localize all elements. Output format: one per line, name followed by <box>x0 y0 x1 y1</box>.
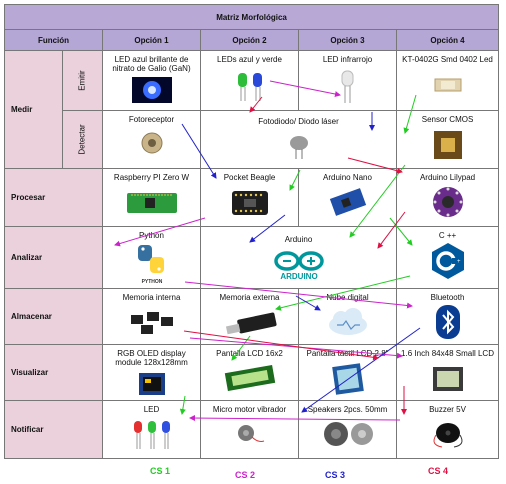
cell-emitir-3: LED infrarrojo <box>298 50 397 111</box>
vibration-motor-image <box>237 425 264 442</box>
header-opcion-3: Opción 3 <box>298 29 397 51</box>
cell-detectar-23: Fotodiodo/ Diodo láser <box>200 110 397 169</box>
svg-text:+: + <box>457 259 461 265</box>
row-label-almacenar: Almacenar <box>4 288 103 345</box>
row-sublabel-emitir: Emitir <box>62 50 103 111</box>
row-label-notificar: Notificar <box>4 400 103 459</box>
cell-analizar-23: Arduino ARDUINO <box>200 226 397 289</box>
header-funcion: Función <box>4 29 103 51</box>
cell-analizar-4: C ++ + <box>395 226 500 289</box>
bluetooth-icon <box>435 305 460 339</box>
legend-cs4: CS 4 <box>428 466 449 476</box>
blue-led-image <box>131 77 172 103</box>
legend-cs2: CS 2 <box>235 470 256 480</box>
cell-emitir-1: LED azul brillante de nitrato de Galio (… <box>102 50 201 111</box>
cell-visualizar-1: RGB OLED display module 128x128mm <box>102 344 201 401</box>
cell-procesar-1: Raspberry PI Zero W <box>102 168 201 227</box>
cpp-logo-image: + <box>431 243 464 279</box>
rgb-leds-image <box>133 421 170 449</box>
cell-procesar-4: Arduino Lilypad <box>395 168 500 227</box>
matrix-title: Matriz Morfológica <box>3 4 500 30</box>
legend-cs1: CS 1 <box>150 466 171 476</box>
cell-almacenar-3: Nube digital <box>298 288 397 345</box>
infrared-led-image <box>341 70 353 103</box>
raspberry-pi-zero-image <box>126 193 177 213</box>
row-sublabel-detectar: Detectar <box>62 110 103 169</box>
usb-drive-image <box>225 312 277 335</box>
cell-emitir-4: KT-0402G Smd 0402 Led <box>395 50 500 111</box>
python-logo-image: PYTHON <box>137 245 164 285</box>
row-label-procesar: Procesar <box>4 168 103 227</box>
cell-procesar-2: Pocket Beagle <box>200 168 299 227</box>
svg-text:ARDUINO: ARDUINO <box>280 272 317 281</box>
photodiode-image <box>289 136 308 159</box>
cell-notificar-4: Buzzer 5V <box>395 400 500 459</box>
touch-lcd-image <box>331 363 364 395</box>
lcd-16x2-image <box>224 364 275 391</box>
cell-detectar-1: Fotoreceptor <box>102 110 201 169</box>
cell-detectar-4: Sensor CMOS <box>395 110 500 169</box>
speakers-image <box>323 422 373 446</box>
row-label-visualizar: Visualizar <box>4 344 103 401</box>
row-label-medir: Medir <box>4 50 63 169</box>
cell-emitir-2: LEDs azul y verde <box>200 50 299 111</box>
cell-visualizar-3: Pantalla tactil LCD 2.8" <box>298 344 397 401</box>
cell-notificar-2: Micro motor vibrador <box>200 400 299 459</box>
matrix-table: Matriz Morfológica Función Opción 1 Opci… <box>3 4 500 459</box>
header-opcion-4: Opción 4 <box>395 29 500 51</box>
cloud-icon <box>328 308 367 335</box>
photoreceptor-image <box>141 132 162 154</box>
cell-almacenar-4: Bluetooth <box>395 288 500 345</box>
cell-analizar-1: Python PYTHON <box>102 226 201 289</box>
cell-visualizar-2: Pantalla LCD 16x2 <box>200 344 299 401</box>
smd-led-image <box>434 78 462 92</box>
green-blue-leds-image <box>237 73 262 101</box>
arduino-logo-image: ARDUINO <box>273 251 324 281</box>
cell-procesar-3: Arduino Nano <box>298 168 397 227</box>
header-opcion-1: Opción 1 <box>102 29 201 51</box>
header-opcion-2: Opción 2 <box>200 29 299 51</box>
legend-cs3: CS 3 <box>325 470 346 480</box>
arduino-lilypad-image <box>432 187 463 217</box>
internal-memory-image <box>130 312 173 334</box>
cell-almacenar-2: Memoria externa <box>200 288 299 345</box>
cell-visualizar-4: 1.6 Inch 84x48 Small LCD <box>395 344 500 401</box>
cell-almacenar-1: Memoria interna <box>102 288 201 345</box>
cell-notificar-1: LED <box>102 400 201 459</box>
small-lcd-image <box>432 367 463 391</box>
svg-text:PYTHON: PYTHON <box>141 279 162 285</box>
row-label-analizar: Analizar <box>4 226 103 289</box>
arduino-nano-image <box>329 188 366 216</box>
buzzer-image <box>433 423 462 448</box>
cell-notificar-3: Speakers 2pcs. 50mm <box>298 400 397 459</box>
oled-display-image <box>138 373 165 395</box>
cmos-sensor-image <box>433 131 462 159</box>
pocket-beagle-image <box>231 191 268 215</box>
